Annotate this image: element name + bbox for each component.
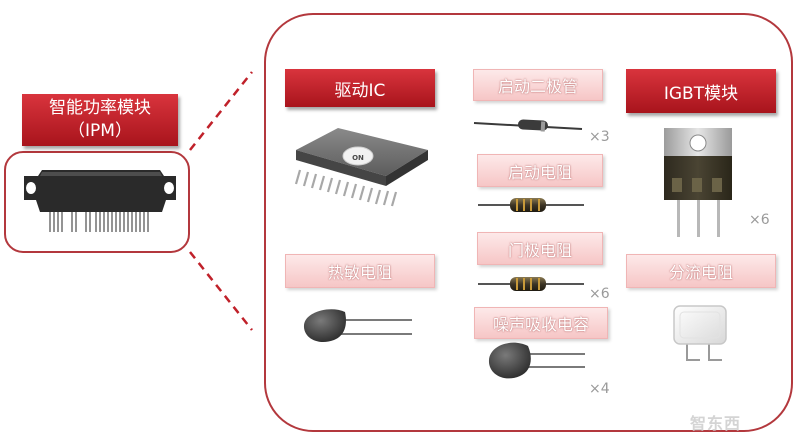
boot-diode-label: 启动二极管 xyxy=(473,69,603,101)
components-frame xyxy=(264,13,793,432)
boot-diode-icon xyxy=(473,119,583,132)
ic-marking: ON xyxy=(352,154,364,162)
ipm-module-icon xyxy=(24,170,176,232)
ipm-label-line1: 智能功率模块 xyxy=(49,98,151,118)
watermark: 智东西 xyxy=(690,414,742,433)
shunt-resistor-icon xyxy=(673,305,727,361)
driver-ic-label: 驱动IC xyxy=(285,69,435,107)
ipm-label: 智能功率模块 （IPM） xyxy=(22,94,178,146)
thermistor-icon xyxy=(303,309,412,343)
diode-quantity: ×3 xyxy=(589,129,610,145)
boot-resistor-label: 启动电阻 xyxy=(477,154,603,187)
ipm-label-line2: （IPM） xyxy=(68,121,132,141)
snubber-capacitor-label: 噪声吸收电容 xyxy=(474,307,608,339)
connector-line-top xyxy=(189,71,253,151)
thermistor-label: 热敏电阻 xyxy=(285,254,435,288)
igbt-module-label: IGBT模块 xyxy=(626,69,776,113)
shunt-resistor-label: 分流电阻 xyxy=(626,254,776,288)
boot-resistor-icon xyxy=(478,198,584,212)
gate-resistor-label: 门极电阻 xyxy=(477,232,603,265)
igbt-module-icon xyxy=(664,128,732,237)
snubber-capacitor-icon xyxy=(488,342,585,379)
gate-resistor-quantity: ×6 xyxy=(589,286,610,302)
connector-line-bottom xyxy=(189,251,253,331)
capacitor-quantity: ×4 xyxy=(589,381,610,397)
gate-resistor-icon xyxy=(478,277,584,291)
igbt-quantity: ×6 xyxy=(749,212,770,228)
driver-ic-icon: ON xyxy=(294,128,428,207)
